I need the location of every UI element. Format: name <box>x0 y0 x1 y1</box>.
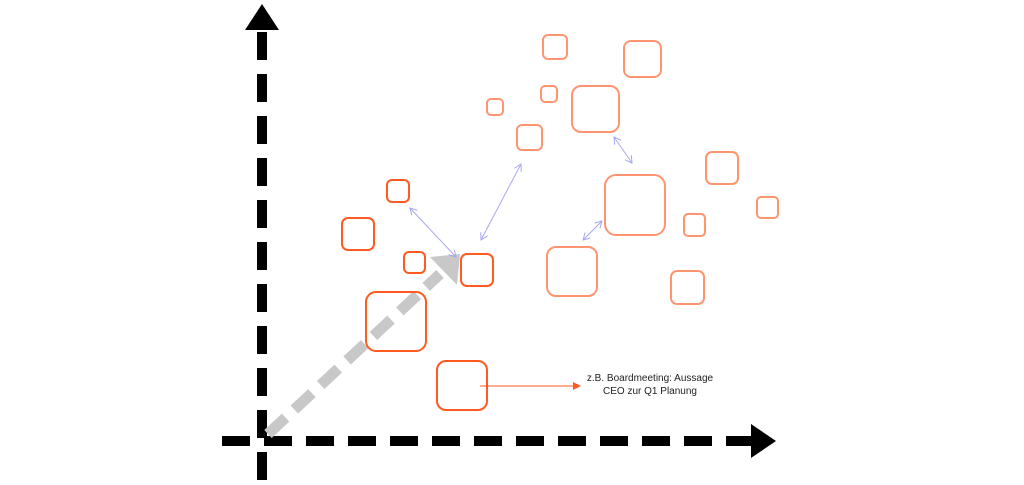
item-box <box>341 217 375 251</box>
item-box <box>623 40 662 78</box>
item-box <box>705 151 739 185</box>
item-box <box>756 196 779 219</box>
trend-arrow <box>264 254 460 439</box>
item-box <box>604 174 666 236</box>
item-box <box>436 360 488 411</box>
relation-arrow <box>410 208 456 257</box>
annotation-line-1: z.B. Boardmeeting: Aussage <box>586 373 714 384</box>
item-box <box>403 251 426 274</box>
x-axis <box>222 424 776 458</box>
item-box <box>546 246 598 297</box>
item-box <box>571 85 620 133</box>
relation-arrow <box>614 137 632 163</box>
item-box <box>386 179 410 203</box>
y-axis-arrowhead-icon <box>245 4 279 30</box>
relation-arrow <box>583 221 602 240</box>
trend-arrowhead-icon <box>430 254 460 285</box>
item-box <box>540 85 558 103</box>
annotation-text: z.B. Boardmeeting: Aussage CEO zur Q1 Pl… <box>570 372 730 398</box>
item-box <box>365 291 427 352</box>
item-box <box>670 270 705 305</box>
y-axis <box>245 4 279 485</box>
x-axis-arrowhead-icon <box>751 424 776 458</box>
item-box <box>460 253 494 287</box>
item-box <box>516 124 543 151</box>
item-box <box>486 98 504 116</box>
annotation-line-2: CEO zur Q1 Planung <box>603 386 697 397</box>
item-box <box>542 34 568 60</box>
item-box <box>683 213 706 237</box>
relation-arrow <box>481 164 521 240</box>
